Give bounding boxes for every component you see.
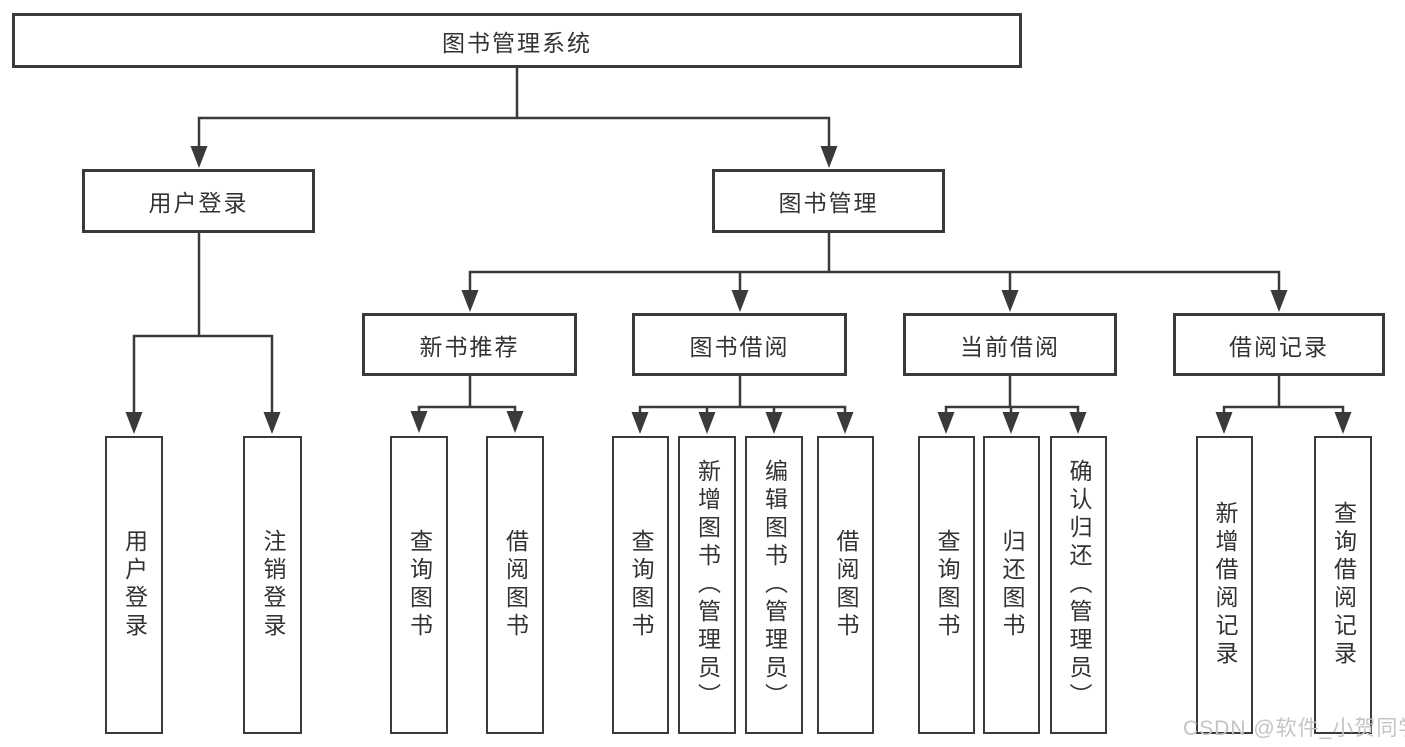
node-query-books-1-label: 查询图书 <box>406 529 433 641</box>
node-query-borrow-record-label: 查询借阅记录 <box>1330 501 1357 669</box>
node-user-login-action: 用户登录 <box>105 436 163 734</box>
node-current-borrowing-label: 当前借阅 <box>960 333 1060 360</box>
node-confirm-return-admin-label: 确认归还（管理员） <box>1066 459 1092 711</box>
node-book-management-label: 图书管理 <box>778 190 879 216</box>
watermark-csdn: CSDN @软件_小贺同学 <box>1183 717 1405 740</box>
node-borrowing-records-label: 借阅记录 <box>1229 333 1329 360</box>
node-book-management: 图书管理 <box>712 169 945 233</box>
node-logout-action: 注销登录 <box>243 436 302 734</box>
node-library-system: 图书管理系统 <box>12 13 1022 68</box>
node-user-login-label: 用户登录 <box>148 190 249 216</box>
node-current-borrowing: 当前借阅 <box>903 313 1117 376</box>
node-borrow-books-1: 借阅图书 <box>486 436 544 734</box>
connector-lines <box>132 68 1345 414</box>
node-edit-book-admin-label: 编辑图书（管理员） <box>761 459 788 711</box>
node-borrowing-records: 借阅记录 <box>1173 313 1385 376</box>
node-edit-book-admin: 编辑图书（管理员） <box>745 436 803 734</box>
node-confirm-return-admin: 确认归还（管理员） <box>1050 436 1107 734</box>
node-logout-action-label: 注销登录 <box>260 529 286 641</box>
node-query-books-1: 查询图书 <box>390 436 448 734</box>
node-add-borrow-record: 新增借阅记录 <box>1196 436 1253 734</box>
node-add-book-admin: 新增图书（管理员） <box>678 436 736 734</box>
node-add-book-admin-label: 新增图书（管理员） <box>694 459 721 711</box>
node-book-borrowing-label: 图书借阅 <box>689 333 790 360</box>
node-query-books-2-label: 查询图书 <box>628 529 654 641</box>
node-query-books-2: 查询图书 <box>612 436 669 734</box>
node-user-login: 用户登录 <box>82 169 315 233</box>
node-return-book-label: 归还图书 <box>999 529 1025 641</box>
node-query-books-3-label: 查询图书 <box>934 529 960 641</box>
node-query-borrow-record: 查询借阅记录 <box>1314 436 1372 734</box>
node-query-books-3: 查询图书 <box>918 436 975 734</box>
node-borrow-books-2-label: 借阅图书 <box>833 529 859 641</box>
arrowheads <box>125 146 1352 434</box>
node-new-book-recommend-label: 新书推荐 <box>419 333 520 360</box>
node-return-book: 归还图书 <box>983 436 1040 734</box>
node-add-borrow-record-label: 新增借阅记录 <box>1212 501 1238 669</box>
node-book-borrowing: 图书借阅 <box>632 313 847 376</box>
node-borrow-books-2: 借阅图书 <box>817 436 874 734</box>
node-user-login-action-label: 用户登录 <box>121 529 148 641</box>
node-library-system-label: 图书管理系统 <box>442 29 592 56</box>
node-borrow-books-1-label: 借阅图书 <box>502 529 529 641</box>
node-new-book-recommend: 新书推荐 <box>362 313 577 376</box>
